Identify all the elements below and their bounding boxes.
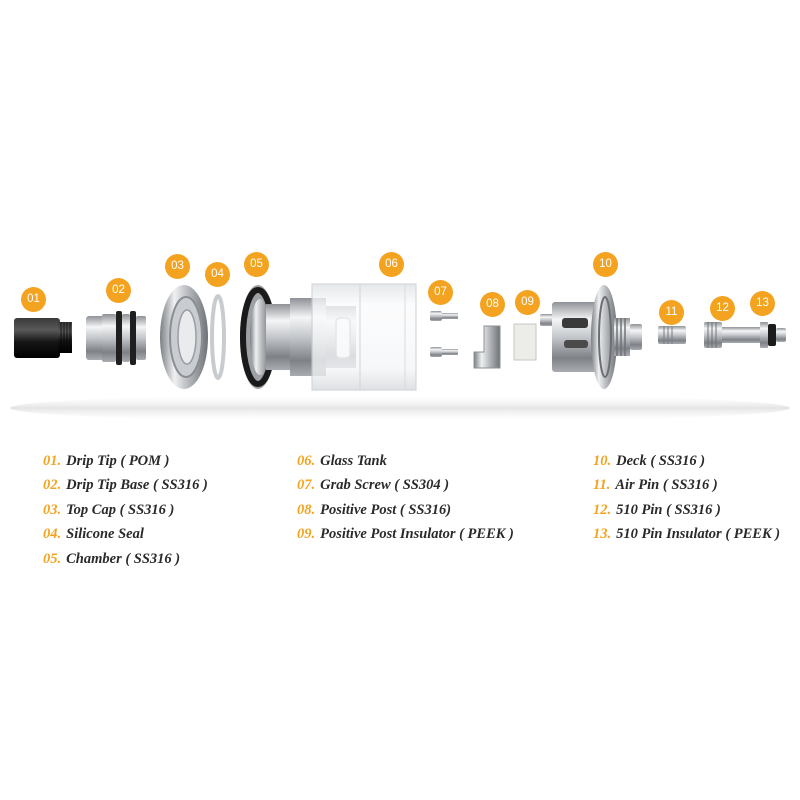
legend-item-number: 10. <box>593 453 612 469</box>
drip-tip-base-part <box>86 311 146 365</box>
part-number-badge-02: 02 <box>106 278 131 303</box>
legend-item: 07.Grab Screw ( SS304 ) <box>297 477 514 501</box>
legend-item-label: Drip Tip ( POM ) <box>66 453 170 469</box>
part-number-badge-03: 03 <box>165 254 190 279</box>
510-pin-insulator-part <box>768 324 786 346</box>
legend-item: 13.510 Pin Insulator ( PEEK ) <box>593 526 780 550</box>
legend-item: 06.Glass Tank <box>297 453 514 477</box>
legend-item: 08.Positive Post ( SS316) <box>297 502 514 526</box>
legend-column-1: 01.Drip Tip ( POM )02.Drip Tip Base ( SS… <box>43 453 208 575</box>
legend-item: 12.510 Pin ( SS316 ) <box>593 502 780 526</box>
drip-tip-part <box>14 318 72 358</box>
ground-shadow <box>10 394 790 422</box>
legend-item-label: Glass Tank <box>320 453 387 469</box>
legend-item-label: 510 Pin Insulator ( PEEK ) <box>616 526 781 543</box>
legend-column-3: 10.Deck ( SS316 )11.Air Pin ( SS316 )12.… <box>593 453 780 551</box>
legend-item: 11.Air Pin ( SS316 ) <box>593 477 780 501</box>
exploded-view-diagram <box>10 283 790 422</box>
legend-item-number: 06. <box>297 453 316 469</box>
legend-item-number: 12. <box>593 501 612 518</box>
part-number-badge-10: 10 <box>593 252 618 277</box>
legend-item-label: Chamber ( SS316 ) <box>66 550 181 567</box>
legend-item: 03.Top Cap ( SS316 ) <box>43 502 208 526</box>
legend-item: 04.Silicone Seal <box>43 526 208 550</box>
legend-item-label: Top Cap ( SS316 ) <box>66 501 175 518</box>
part-number-badge-08: 08 <box>480 292 505 317</box>
legend-item-label: 510 Pin ( SS316 ) <box>616 501 721 518</box>
part-number-badge-06: 06 <box>379 252 404 277</box>
grab-screw-part <box>430 311 458 357</box>
510-pin-part <box>704 322 768 348</box>
legend-item-number: 05. <box>43 550 62 567</box>
part-number-badge-09: 09 <box>515 290 540 315</box>
legend-item-number: 04. <box>43 526 62 543</box>
air-pin-part <box>658 326 686 344</box>
part-number-badge-04: 04 <box>205 262 230 287</box>
legend-item-number: 08. <box>297 501 316 518</box>
legend-item-label: Grab Screw ( SS304 ) <box>320 477 450 494</box>
legend-item-label: Positive Post ( SS316) <box>320 501 452 518</box>
legend-item-number: 13. <box>593 526 612 543</box>
legend-item: 02.Drip Tip Base ( SS316 ) <box>43 477 208 501</box>
deck-part <box>540 285 642 389</box>
positive-post-part <box>473 325 501 369</box>
legend-item-number: 07. <box>297 477 316 494</box>
part-number-badge-05: 05 <box>244 252 269 277</box>
legend-item-label: Silicone Seal <box>66 526 144 543</box>
legend-item-number: 09. <box>297 526 316 543</box>
legend-item-number: 03. <box>43 501 62 518</box>
part-number-badge-13: 13 <box>750 291 775 316</box>
legend-item-number: 02. <box>43 477 62 494</box>
legend-item-label: Air Pin ( SS316 ) <box>615 477 718 494</box>
top-cap-part <box>160 285 208 389</box>
legend-item-label: Deck ( SS316 ) <box>616 453 706 469</box>
legend-item-number: 01. <box>43 453 62 469</box>
silicone-seal-part <box>210 294 226 380</box>
legend-item-number: 11. <box>593 477 611 494</box>
part-number-badge-11: 11 <box>659 300 684 325</box>
legend-item-label: Drip Tip Base ( SS316 ) <box>66 477 208 494</box>
legend-item: 09.Positive Post Insulator ( PEEK ) <box>297 526 514 550</box>
positive-post-insulator-part <box>513 323 537 361</box>
part-number-badge-07: 07 <box>428 280 453 305</box>
legend-item: 10.Deck ( SS316 ) <box>593 453 780 477</box>
legend-item: 01.Drip Tip ( POM ) <box>43 453 208 477</box>
part-number-badge-01: 01 <box>21 287 46 312</box>
part-number-badge-12: 12 <box>710 296 735 321</box>
glass-tank-part <box>311 283 417 391</box>
legend-item-label: Positive Post Insulator ( PEEK ) <box>320 526 514 543</box>
legend-item: 05.Chamber ( SS316 ) <box>43 551 208 575</box>
